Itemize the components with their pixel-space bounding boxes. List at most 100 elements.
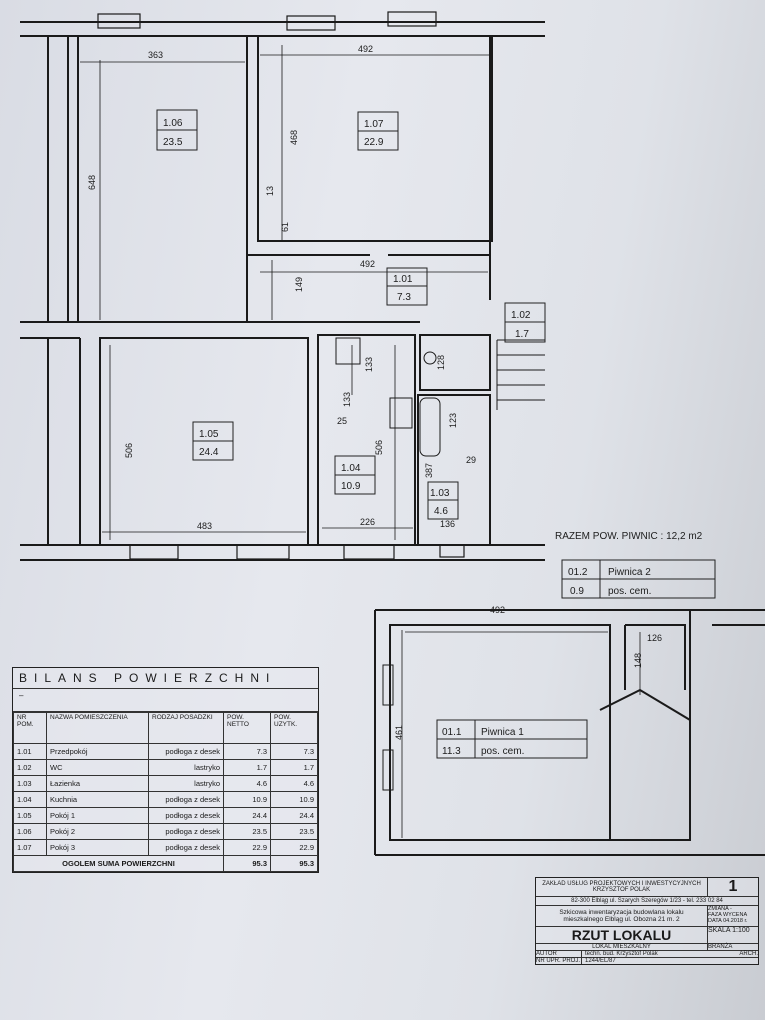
premises-type: LOKAL MIESZKALNY — [536, 944, 708, 950]
dimension: 492 — [360, 259, 375, 269]
total-uzytk: 95.3 — [270, 855, 318, 872]
header-name: NAZWA POMIESZCZENIA — [46, 712, 149, 744]
floor-type: lastryko — [148, 759, 224, 776]
dimension: 13 — [265, 186, 275, 196]
dimension: 387 — [424, 463, 434, 478]
project-description: Szkicowa inwentaryzacja budowlana lokalu… — [536, 906, 708, 926]
drawing-title: RZUT LOKALU — [536, 927, 708, 943]
room-area: 11.3 — [442, 746, 461, 757]
room-area: 24.4 — [199, 447, 219, 458]
header-uzytk: POW. UZYTK. — [270, 712, 318, 744]
dimension: 61 — [280, 222, 290, 232]
room-name: Łazienka — [46, 775, 149, 792]
room-number: 1.04 — [341, 463, 361, 474]
revision: ZMIANA - — [708, 906, 732, 912]
license-label: NR UPR. PROJ. — [536, 958, 582, 964]
branch: BRANŻA — [708, 944, 733, 950]
area-netto: 23.5 — [223, 823, 271, 840]
dimension: 128 — [436, 355, 446, 370]
header-floor: RODZAJ POSADZKI — [148, 712, 224, 744]
header-nr: NR POM. — [13, 712, 47, 744]
dimension: 149 — [294, 277, 304, 292]
area-usable: 7.3 — [270, 743, 318, 760]
floor-type: lastryko — [148, 775, 224, 792]
table-subtitle: – — [13, 689, 318, 712]
dimension: 133 — [364, 357, 374, 372]
table-total-row: OGOLEM SUMA POWIERZCHNI 95.3 95.3 — [13, 855, 318, 872]
dimension: 29 — [466, 455, 476, 465]
dimension: 123 — [448, 413, 458, 428]
floor-type: podłoga z desek — [148, 839, 224, 856]
room-name: Piwnica 2 — [608, 567, 651, 578]
room-number: 1.04 — [13, 791, 47, 808]
table-header: NR POM. NAZWA POMIESZCZENIA RODZAJ POSAD… — [13, 712, 318, 744]
firm-address: 82-300 Elbląg ul. Szarych Szeregów 1/23 … — [536, 897, 758, 906]
arch-signature: ARCH. — [739, 951, 758, 957]
dimension: 506 — [374, 440, 384, 455]
floor-type: pos. cem. — [481, 746, 524, 757]
room-number: 1.02 — [511, 310, 531, 321]
room-area: 23.5 — [163, 137, 183, 148]
dimension: 492 — [490, 605, 505, 615]
room-area: 7.3 — [397, 292, 411, 303]
firm-name: ZAKŁAD USŁUG PROJEKTOWYCH I INWESTYCYJNY… — [536, 878, 708, 896]
room-name: WC — [46, 759, 149, 776]
room-name: Pokój 1 — [46, 807, 149, 824]
area-usable: 4.6 — [270, 775, 318, 792]
room-name: Piwnica 1 — [481, 727, 524, 738]
table-title: BILANS POWIERZCHNI — [13, 668, 318, 689]
total-label: OGOLEM SUMA POWIERZCHNI — [13, 855, 224, 872]
room-01-1-outline — [389, 624, 611, 841]
floor-type: pos. cem. — [608, 586, 651, 597]
dimension: 133 — [342, 392, 352, 407]
dimension: 468 — [289, 130, 299, 145]
area-netto: 22.9 — [223, 839, 271, 856]
dimension: 492 — [358, 44, 373, 54]
basement-total-area: RAZEM POW. PIWNIC : 12,2 m2 — [555, 531, 703, 542]
room-area: 22.9 — [364, 137, 384, 148]
room-number: 1.07 — [364, 119, 384, 130]
room-number: 1.02 — [13, 759, 47, 776]
phase: FAZA WYCENA — [708, 912, 748, 918]
dimension: 226 — [360, 517, 375, 527]
dimension: 483 — [197, 521, 212, 531]
room-number: 1.07 — [13, 839, 47, 856]
dimension: 148 — [633, 653, 643, 668]
room-number: 1.03 — [430, 488, 450, 499]
room-name: Kuchnia — [46, 791, 149, 808]
area-usable: 24.4 — [270, 807, 318, 824]
dimension: 648 — [87, 175, 97, 190]
room-number: 1.06 — [163, 118, 183, 129]
room-number: 1.06 — [13, 823, 47, 840]
room-number: 1.01 — [393, 274, 413, 285]
room-name: Pokój 2 — [46, 823, 149, 840]
room-area: 10.9 — [341, 481, 361, 492]
area-netto: 7.3 — [223, 743, 271, 760]
dimension: 136 — [440, 519, 455, 529]
sheet-number: 1 — [728, 878, 738, 895]
room-name: Pokój 3 — [46, 839, 149, 856]
room-number: 1.05 — [199, 429, 219, 440]
room-number: 01.1 — [442, 727, 462, 738]
dimension: 25 — [337, 416, 347, 426]
date: DATA 04.2018 r. — [708, 918, 748, 924]
room-area: 1.7 — [515, 329, 529, 340]
room-1-06-outline — [77, 35, 248, 323]
total-netto: 95.3 — [223, 855, 271, 872]
author: techn. bud. Krzysztof Polak — [585, 951, 658, 957]
floor-type: podłoga z desek — [148, 807, 224, 824]
room-area: 4.6 — [434, 506, 448, 517]
license-number: 1244/EL/87 — [585, 958, 616, 964]
header-netto: POW. NETTO — [223, 712, 271, 744]
room-1-07-outline — [257, 35, 493, 242]
area-balance-table: BILANS POWIERZCHNI – NR POM. NAZWA POMIE… — [12, 667, 319, 873]
area-netto: 10.9 — [223, 791, 271, 808]
scale: SKALA 1:100 — [708, 927, 750, 934]
area-netto: 1.7 — [223, 759, 271, 776]
